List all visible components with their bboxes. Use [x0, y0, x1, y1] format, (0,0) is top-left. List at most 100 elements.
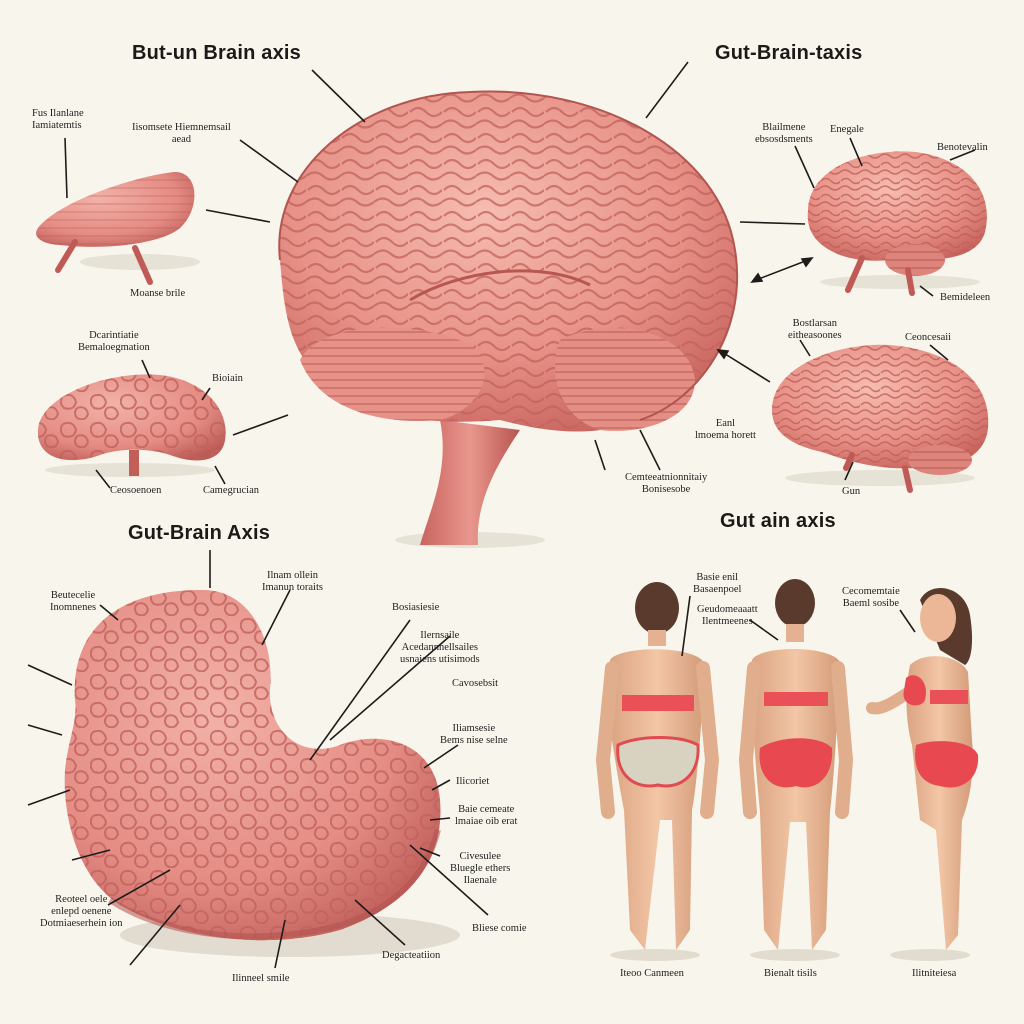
label-line: Dotmiaeserhein ion: [40, 918, 123, 929]
label-line: Cemteeatnionnitaiy: [625, 472, 708, 483]
title-mid-left: Gut-Brain Axis: [128, 522, 271, 544]
label-line: Bosiasiesie: [392, 602, 440, 613]
label-line: Moanse brile: [130, 288, 186, 299]
label-line: Beutecelie: [50, 590, 96, 601]
label-line: aead: [171, 134, 192, 145]
body-figure-back-1: [595, 582, 720, 961]
label-body-2-bottom: Bienalt tisils: [764, 968, 817, 980]
label-pancreas-bottom: Moanse brile: [130, 288, 185, 300]
label-line: Basie enil: [696, 572, 739, 583]
gut-organ: [64, 589, 460, 957]
label-line: Bemideleen: [940, 292, 991, 303]
label-rb2-bottom: Gun: [842, 486, 860, 498]
axis-arrows: [716, 257, 814, 383]
label-line: Blailmene: [762, 122, 806, 133]
label-gut-3: Cavosebsit: [452, 678, 498, 690]
label-gut-8: Bliese comie: [472, 923, 527, 935]
label-line: lmoema horett: [695, 430, 756, 441]
label-line: Ceoncesaii: [905, 332, 952, 343]
label-line: ebsosdsments: [755, 134, 813, 145]
label-line: Civesulee: [459, 851, 501, 862]
label-line: enlepd oenene: [51, 906, 112, 917]
label-line: Bioiain: [212, 373, 243, 384]
label-line: Bliese comie: [472, 923, 527, 934]
label-rb-bottom: Bemideleen: [940, 292, 990, 304]
label-line: Bienalt tisils: [764, 968, 817, 979]
label-line: eitheasoones: [788, 330, 842, 341]
label-line: Iamiatemtis: [32, 120, 82, 131]
label-line: Bonisesobe: [641, 484, 691, 495]
body-figure-back-2: [738, 579, 854, 961]
label-line: Ceosoenoen: [110, 485, 162, 496]
central-brain: [278, 90, 739, 548]
pancreas-organ: [36, 172, 200, 285]
label-line: Ilaenale: [463, 875, 497, 886]
label-line: Bluegle ethers: [450, 863, 511, 874]
label-line: Geudomeaaatt: [697, 604, 758, 615]
label-line: Reoteel oele: [55, 894, 108, 905]
label-line: Iisomsete Hiemnemsail: [132, 122, 231, 133]
label-line: Bostlarsan: [792, 318, 837, 329]
label-gut-5: Ilicoriet: [456, 776, 489, 788]
title-top-left: But-un Brain axis: [132, 42, 301, 64]
right-brain-upper: [807, 151, 987, 296]
label-line: Ilicoriet: [456, 776, 490, 787]
label-gut-1: Bosiasiesie: [392, 602, 439, 614]
label-cerebellum-brain: Bioiain: [212, 373, 243, 385]
label-line: Cecomemtaie: [842, 586, 900, 597]
label-line: Degacteatiion: [382, 950, 441, 961]
label-line: Imanun toraits: [262, 582, 323, 593]
label-line: Ilitniteiesa: [912, 968, 957, 979]
title-mid-right: Gut ain axis: [720, 510, 836, 532]
label-line: Baeml sosibe: [842, 598, 900, 609]
label-line: Baie cemeate: [458, 804, 515, 815]
label-line: Bemaloegmation: [78, 342, 150, 353]
cerebellum-organ: [37, 374, 226, 477]
label-line: Dcarintiatie: [89, 330, 139, 341]
label-line: Ilinneel smile: [232, 973, 290, 984]
label-cerebellum-right: Camegrucian: [203, 485, 259, 497]
title-top-right: Gut-Brain-taxis: [715, 42, 863, 64]
label-line: Acedannnellsailes: [401, 642, 479, 653]
label-line: Benotevalin: [937, 142, 988, 153]
label-body-1-bottom: Iteoo Canmeen: [620, 968, 684, 980]
label-line: Camegrucian: [203, 485, 259, 496]
label-line: Gun: [842, 486, 861, 497]
right-brain-lower: [772, 344, 989, 493]
label-line: lmaiae oib erat: [455, 816, 518, 827]
label-line: Fus Ilanlane: [32, 108, 84, 119]
label-cerebellum-left: Ceosoenoen: [110, 485, 161, 497]
label-rb-top-mid: Enegale: [830, 124, 864, 136]
label-line: Inomnenes: [50, 602, 97, 613]
label-line: usnaiens utisimods: [400, 654, 480, 665]
label-line: Ilnam ollein: [266, 570, 318, 581]
label-body-3-bottom: Ilitniteiesa: [912, 968, 956, 980]
label-line: Iliamsesie: [452, 723, 496, 734]
label-rb-top-right: Benotevalin: [937, 142, 988, 154]
label-line: Bems nise selne: [440, 735, 508, 746]
label-line: Ilernsaile: [420, 630, 460, 641]
label-line: Enegale: [830, 124, 864, 135]
label-rb2-right: Ceoncesaii: [905, 332, 951, 344]
label-gut-bottom-mid: Ilinneel smile: [232, 973, 289, 985]
label-line: Iteoo Canmeen: [620, 968, 684, 979]
body-figure-side: [866, 588, 979, 961]
